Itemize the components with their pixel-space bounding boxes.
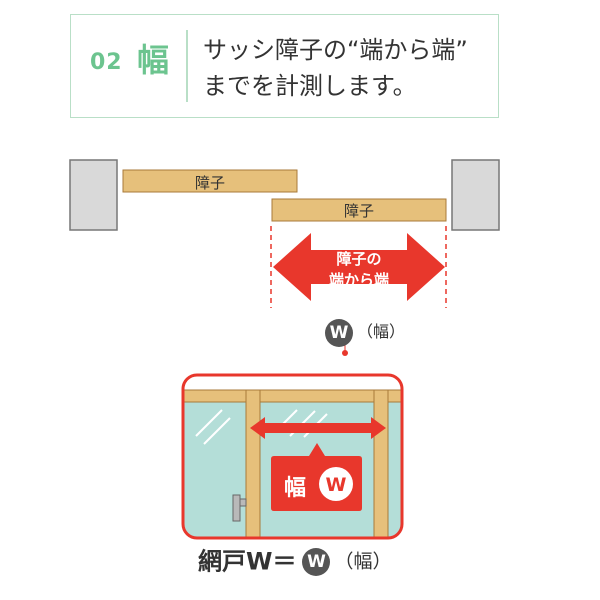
window-left-stile bbox=[245, 389, 261, 538]
width-caption-paren: （幅） bbox=[357, 322, 406, 341]
width-arrow-label-line-2: 端から端 bbox=[329, 271, 389, 289]
instruction-line-1: サッシ障子の“端から端” bbox=[203, 36, 468, 64]
window-handle-base bbox=[239, 498, 247, 507]
right-wall bbox=[451, 159, 500, 231]
window-right-stile bbox=[373, 389, 389, 538]
glass-glare-2 bbox=[203, 417, 231, 445]
width-arrow-top bbox=[273, 233, 445, 301]
formula-paren: （幅） bbox=[334, 550, 392, 573]
width-badge-label: 幅 bbox=[284, 476, 306, 501]
detail-outline bbox=[181, 373, 404, 540]
leader-dot bbox=[342, 350, 348, 356]
glass-glare-1 bbox=[195, 409, 223, 437]
window-handle bbox=[232, 494, 241, 522]
header-divider bbox=[186, 30, 188, 102]
instruction-header-box bbox=[70, 14, 499, 118]
formula-prefix: 網戸W＝ bbox=[198, 547, 297, 576]
step-title: 幅 bbox=[137, 41, 170, 79]
screen-width-formula: 網戸W＝W（幅） bbox=[198, 546, 392, 576]
width-badge-symbol: W bbox=[326, 474, 347, 496]
sash-panel-right bbox=[271, 198, 447, 222]
left-wall bbox=[69, 159, 118, 231]
width-arrow-label-line-1: 障子の bbox=[336, 250, 381, 268]
width-symbol-circle: W bbox=[325, 318, 353, 347]
width-arrow-detail bbox=[250, 417, 386, 439]
sash-panel-right-label: 障子 bbox=[344, 202, 374, 220]
step-number: 02 bbox=[90, 50, 123, 75]
window-top-rail bbox=[183, 389, 402, 403]
sash-panel-left-label: 障子 bbox=[195, 174, 225, 192]
formula-symbol-circle: W bbox=[302, 547, 331, 576]
width-caption: W（幅） bbox=[325, 318, 406, 347]
instruction-line-2: までを計測します。 bbox=[203, 72, 417, 100]
sash-panel-left bbox=[122, 169, 298, 193]
width-badge-circle bbox=[319, 467, 353, 501]
